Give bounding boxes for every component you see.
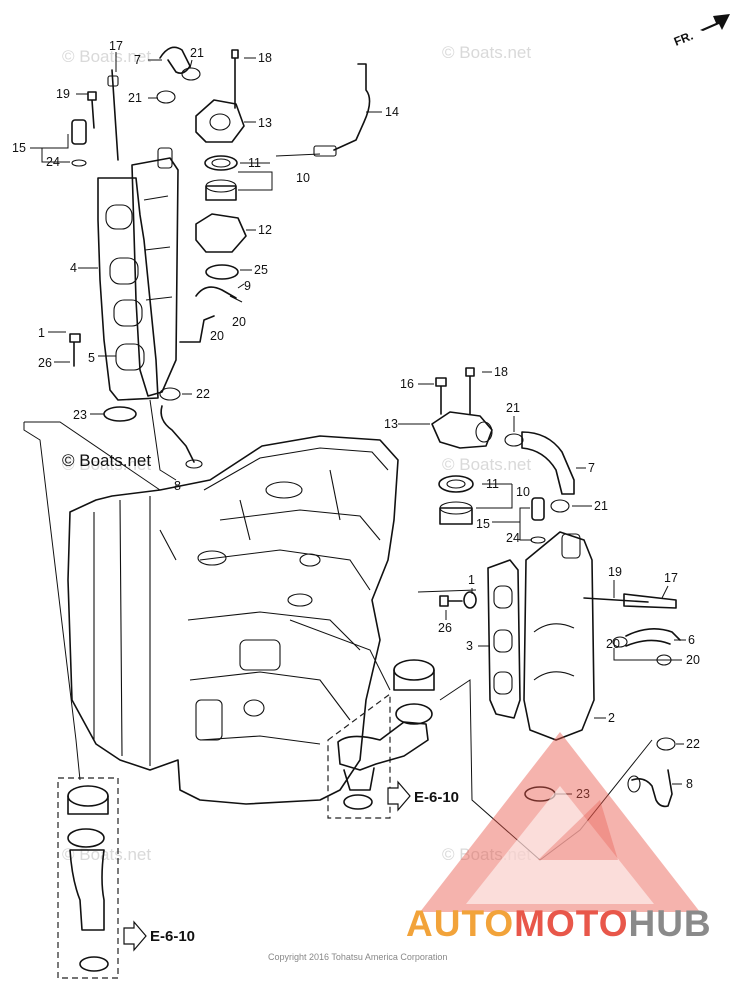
lower-left-dashed-assembly: [57, 777, 119, 979]
callout-label: 4: [70, 261, 77, 275]
callout-label: 25: [254, 263, 268, 277]
callout-label: 3: [466, 639, 473, 653]
brand-logo: AUTOMOTOHUB: [406, 732, 712, 944]
callout-label: 20: [606, 637, 620, 651]
arrow-icon: [700, 14, 730, 31]
callout-label: 1: [38, 326, 45, 340]
watermark-text: © Boats.net: [62, 845, 151, 864]
upper-left-assembly: [69, 46, 371, 469]
callout-label: 21: [506, 401, 520, 415]
watermark-text: © Boats.net: [62, 47, 151, 66]
callout-label: 18: [258, 51, 272, 65]
logo-text-hub: HUB: [628, 903, 711, 944]
callout-label: 18: [494, 365, 508, 379]
callout-label: 10: [296, 171, 310, 185]
copyright-text: Copyright 2016 Tohatsu America Corporati…: [268, 952, 447, 962]
callout-label: 9: [244, 279, 251, 293]
leader-lines: [23, 52, 686, 861]
callout-label: 15: [12, 141, 26, 155]
callout-label: 10: [516, 485, 530, 499]
callout-label: 17: [664, 571, 678, 585]
callout-label: 24: [506, 531, 520, 545]
callout-numbers: 17 7 21 18 19 21 13 14 15 24 11 10 12 4 …: [12, 39, 700, 801]
lower-right-dashed-assembly: [327, 659, 435, 819]
reference-e-6-10-right: E-6-10: [387, 780, 459, 812]
callout-label: 20: [232, 315, 246, 329]
callout-label: 6: [688, 633, 695, 647]
callout-label: 23: [73, 408, 87, 422]
callout-label: 12: [258, 223, 272, 237]
reference-link[interactable]: E-6-10: [150, 928, 195, 945]
callout-label: 13: [384, 417, 398, 431]
callout-label: 19: [56, 87, 70, 101]
front-direction-label: FR.: [672, 29, 695, 49]
svg-text:AUTOMOTOHUB: AUTOMOTOHUB: [406, 903, 712, 944]
callout-label: 7: [588, 461, 595, 475]
callout-label: 11: [248, 156, 261, 170]
callout-label: 20: [686, 653, 700, 667]
callout-label: 14: [385, 105, 399, 119]
reference-link[interactable]: E-6-10: [414, 789, 459, 806]
callout-label: 2: [608, 711, 615, 725]
callout-label: 13: [258, 116, 272, 130]
watermark-text: © Boats.net: [442, 455, 531, 474]
engine-block: [67, 435, 399, 805]
callout-label: 7: [134, 53, 141, 67]
callout-label: 19: [608, 565, 622, 579]
callout-label: 21: [594, 499, 608, 513]
logo-text-moto: MOTO: [514, 903, 628, 944]
callout-label: 8: [686, 777, 693, 791]
callout-label: 22: [686, 737, 700, 751]
callout-label: 21: [128, 91, 142, 105]
callout-label: 21: [190, 46, 204, 60]
logo-text-auto: AUTO: [406, 903, 514, 944]
front-direction-arrow: FR.: [672, 14, 730, 49]
watermark-text: © Boats.net: [442, 43, 531, 62]
callout-label: 22: [196, 387, 210, 401]
callout-label: 1: [468, 573, 475, 587]
corner-watermark: © Boats.net: [62, 451, 151, 470]
callout-label: 23: [576, 787, 590, 801]
callout-label: 16: [400, 377, 414, 391]
callout-label: 11: [486, 477, 499, 491]
callout-label: 20: [210, 329, 224, 343]
reference-e-6-10-left: E-6-10: [123, 920, 195, 952]
arrow-right-icon: [123, 920, 147, 952]
callout-label: 26: [438, 621, 452, 635]
callout-label: 15: [476, 517, 490, 531]
right-assembly: [431, 367, 681, 808]
callout-label: 24: [46, 155, 60, 169]
callout-label: 26: [38, 356, 52, 370]
arrow-right-icon: [387, 780, 411, 812]
callout-label: 8: [174, 479, 181, 493]
callout-label: 17: [109, 39, 123, 53]
callout-label: 5: [88, 351, 95, 365]
